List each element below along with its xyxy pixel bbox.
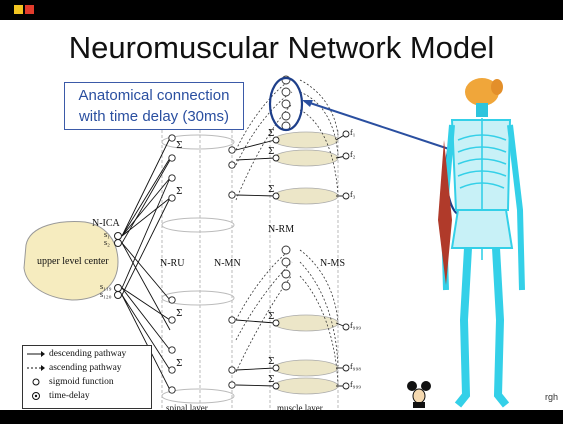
human-body-figure: [438, 78, 522, 405]
legend: descending pathway ascending pathway sig…: [22, 345, 152, 409]
upper-level-center-label: upper level center: [37, 256, 109, 267]
legend-sigmoid-label: sigmoid function: [49, 377, 114, 387]
svg-text:Σ: Σ: [268, 375, 274, 385]
svg-text:Σ: Σ: [268, 147, 274, 157]
legend-delay-label: time-delay: [49, 391, 90, 401]
sigmoid-node-icon: [27, 378, 45, 386]
arrowhead-icon: [302, 100, 313, 107]
f999-label: f₉₉₉: [350, 321, 361, 330]
bottom-bar-strip: [0, 410, 563, 424]
callout-box: Anatomical connection with time delay (3…: [64, 82, 244, 130]
svg-text:Σ: Σ: [268, 357, 274, 367]
n-ica-label: N-ICA: [92, 218, 120, 229]
f1-label: f₁: [350, 128, 355, 137]
f998-label: f₉₉₈: [350, 362, 361, 371]
sum-symbols: ΣΣΣ ΣΣΣ ΣΣΣ Σ: [176, 129, 274, 385]
n-rm-label: N-RM: [268, 224, 294, 235]
svg-text:Σ: Σ: [176, 309, 182, 319]
svg-text:Σ: Σ: [268, 129, 274, 139]
svg-text:Σ: Σ: [176, 187, 182, 197]
legend-row-descending: descending pathway: [27, 349, 126, 359]
svg-text:Σ: Σ: [268, 312, 274, 322]
f3-label: f₃: [350, 190, 355, 199]
legend-row-delay: time-delay: [27, 391, 90, 401]
callout-line-2: with time delay (30ms): [65, 106, 243, 127]
n-mn-label: N-MN: [214, 258, 241, 269]
svg-text:Σ: Σ: [176, 359, 182, 369]
f2-label: f₂: [350, 150, 355, 159]
mascot-icon: [407, 381, 431, 408]
callout-line-1: Anatomical connection: [65, 85, 243, 106]
watermark-text: rgh: [545, 392, 558, 402]
f-last-label: f₉₉₉: [350, 380, 361, 389]
legend-row-sigmoid: sigmoid function: [27, 377, 114, 387]
n-ms-label: N-MS: [320, 258, 345, 269]
legend-descending-label: descending pathway: [49, 349, 126, 359]
n-ru-label: N-RU: [160, 258, 184, 269]
s120-label: s₁₂₀: [100, 290, 111, 299]
svg-text:Σ: Σ: [268, 185, 274, 195]
s2-label: s₂: [104, 238, 110, 247]
solid-arrow-icon: [27, 350, 45, 358]
time-delay-nodes-top: [282, 76, 290, 130]
time-delay-node-icon: [27, 392, 45, 400]
svg-text:Σ: Σ: [176, 141, 182, 151]
dashed-arrow-icon: [27, 364, 45, 372]
legend-ascending-label: ascending pathway: [49, 363, 122, 373]
time-delay-nodes-bottom: [282, 246, 290, 290]
legend-row-ascending: ascending pathway: [27, 363, 122, 373]
